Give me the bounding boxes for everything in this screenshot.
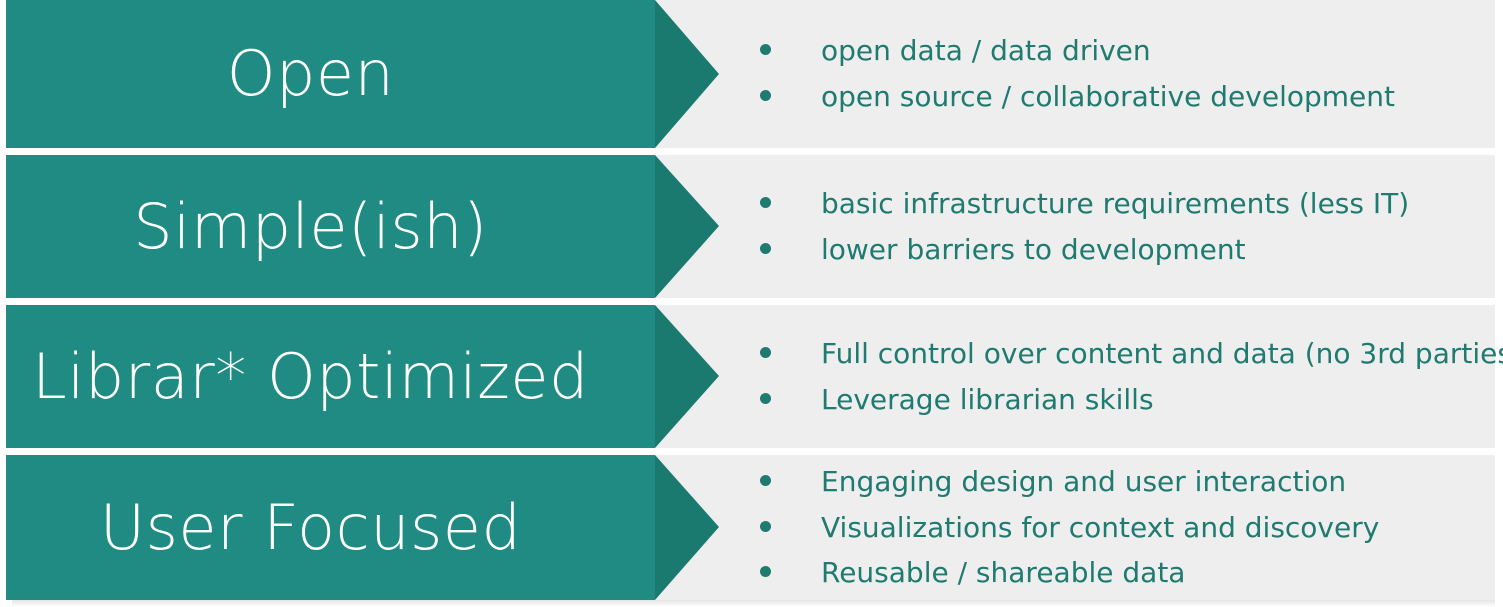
list-item[interactable]: lower barriers to development xyxy=(760,230,1409,270)
list-item[interactable]: open source / collaborative development xyxy=(760,77,1395,117)
bullet-label: Engaging design and user interaction xyxy=(821,464,1347,498)
bullet-label: Visualizations for context and discovery xyxy=(821,510,1380,544)
list-item[interactable]: Leverage librarian skills xyxy=(760,380,1503,420)
list-item[interactable]: basic infrastructure requirements (less … xyxy=(760,184,1409,224)
bullet-label: Leverage librarian skills xyxy=(821,382,1154,416)
list-item[interactable]: Full control over content and data (no 3… xyxy=(760,334,1503,374)
row-bullets-2: basic infrastructure requirements (less … xyxy=(760,155,1409,298)
row-banner-2[interactable]: Simple(ish) xyxy=(6,155,655,298)
row-divider-2 xyxy=(656,298,1495,305)
bullet-label: open source / collaborative development xyxy=(821,80,1395,113)
bullet-label: open data / data driven xyxy=(821,34,1151,68)
row-heading-2: Simple(ish) xyxy=(133,189,488,263)
diagram-row-4: User Focused Engaging design and user in… xyxy=(0,455,1503,600)
bullet-dot-icon xyxy=(760,474,771,486)
row-bullets-1: open data / data driven open source / co… xyxy=(760,0,1395,148)
list-item[interactable]: open data / data driven xyxy=(760,31,1395,71)
bullet-dot-icon xyxy=(760,44,771,56)
bullet-dot-icon xyxy=(760,392,771,404)
list-item[interactable]: Reusable / shareable data xyxy=(760,553,1379,593)
bullet-dot-icon xyxy=(760,196,771,208)
bullet-dot-icon xyxy=(760,242,771,254)
arrow-tip-3 xyxy=(655,305,719,448)
arrow-tip-1 xyxy=(655,0,719,148)
list-item[interactable]: Engaging design and user interaction xyxy=(760,462,1379,502)
row-banner-3[interactable]: Librar* Optimized xyxy=(6,305,655,448)
bullet-label: Reusable / shareable data xyxy=(821,556,1186,590)
row-heading-3: Librar* Optimized xyxy=(32,339,589,413)
bullet-dot-icon xyxy=(760,90,771,101)
row-banner-1[interactable]: Open xyxy=(6,0,655,148)
bullet-label: lower barriers to development xyxy=(821,232,1246,266)
arrow-tip-2 xyxy=(655,155,719,298)
row-divider-3 xyxy=(656,448,1495,455)
row-bullets-3: Full control over content and data (no 3… xyxy=(760,305,1503,448)
diagram-row-1: Open open data / data driven open source… xyxy=(0,0,1503,148)
bullet-dot-icon xyxy=(760,566,771,578)
row-heading-4: User Focused xyxy=(99,490,522,564)
diagram-row-3: Librar* Optimized Full control over cont… xyxy=(0,305,1503,448)
bullet-label: Full control over content and data (no 3… xyxy=(821,336,1503,370)
list-item[interactable]: Visualizations for context and discovery xyxy=(760,508,1379,548)
diagram-row-2: Simple(ish) basic infrastructure require… xyxy=(0,155,1503,298)
row-divider-1 xyxy=(656,148,1495,155)
bullet-dot-icon xyxy=(760,520,771,532)
arrow-tip-4 xyxy=(655,455,719,600)
row-banner-4[interactable]: User Focused xyxy=(6,455,655,600)
slide-bottom-shadow xyxy=(12,600,1495,607)
row-bullets-4: Engaging design and user interaction Vis… xyxy=(760,455,1379,600)
bullet-dot-icon xyxy=(760,346,771,358)
bullet-label: basic infrastructure requirements (less … xyxy=(821,186,1410,220)
row-heading-1: Open xyxy=(226,37,395,110)
